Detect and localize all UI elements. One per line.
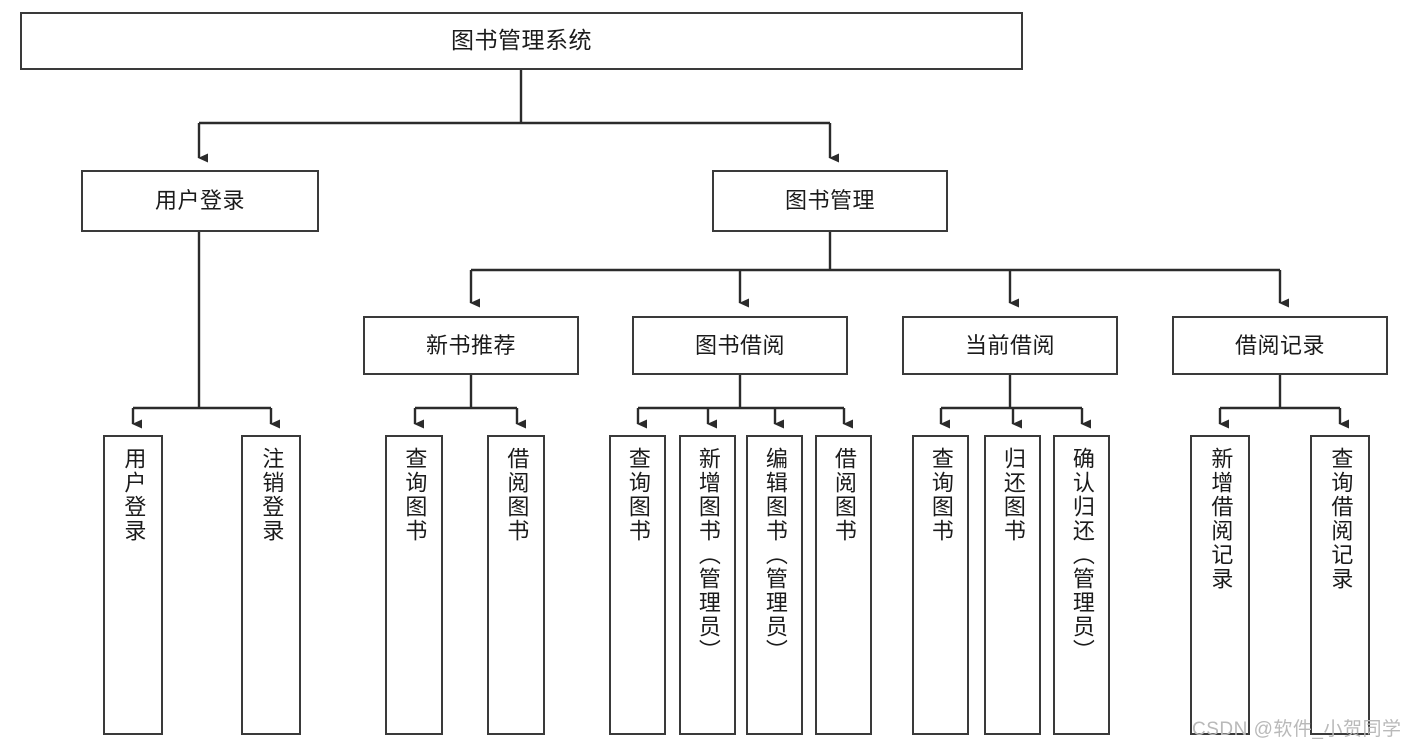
node-label: 图书管理 <box>784 188 875 214</box>
node-leaf-borrow-book-recommend[interactable]: 借阅图书 <box>487 435 545 735</box>
node-level2-book-management[interactable]: 图书管理 <box>712 170 948 232</box>
csdn-watermark: CSDN @软件_小贺同学 <box>1192 719 1402 740</box>
node-label: 编辑图书（管理员） <box>762 447 788 663</box>
node-leaf-query-book-current[interactable]: 查询图书 <box>912 435 969 735</box>
node-label: 新增图书（管理员） <box>695 447 721 663</box>
node-level3-borrow-records[interactable]: 借阅记录 <box>1172 316 1388 375</box>
node-level3-current-borrow[interactable]: 当前借阅 <box>902 316 1118 375</box>
node-leaf-add-book-admin[interactable]: 新增图书（管理员） <box>679 435 736 735</box>
node-label: 确认归还（管理员） <box>1069 447 1095 663</box>
node-label: 用户登录 <box>121 447 147 543</box>
node-leaf-query-borrow-record[interactable]: 查询借阅记录 <box>1310 435 1370 735</box>
node-label: 借阅记录 <box>1234 332 1325 358</box>
node-label: 查询借阅记录 <box>1328 447 1354 591</box>
node-label: 借阅图书 <box>504 447 530 543</box>
node-leaf-edit-book-admin[interactable]: 编辑图书（管理员） <box>746 435 803 735</box>
node-label: 新书推荐 <box>425 332 516 358</box>
node-leaf-return-book[interactable]: 归还图书 <box>984 435 1041 735</box>
node-label: 注销登录 <box>259 447 285 543</box>
node-label: 新增借阅记录 <box>1208 447 1234 591</box>
node-leaf-query-book-recommend[interactable]: 查询图书 <box>385 435 443 735</box>
node-label: 当前借阅 <box>964 332 1055 358</box>
node-label: 图书借阅 <box>694 332 785 358</box>
node-level2-user-login[interactable]: 用户登录 <box>81 170 319 232</box>
node-level3-book-borrow[interactable]: 图书借阅 <box>632 316 848 375</box>
node-leaf-add-borrow-record[interactable]: 新增借阅记录 <box>1190 435 1250 735</box>
node-label: 归还图书 <box>1000 447 1026 543</box>
node-leaf-borrow-book[interactable]: 借阅图书 <box>815 435 872 735</box>
node-leaf-confirm-return-admin[interactable]: 确认归还（管理员） <box>1053 435 1110 735</box>
node-level3-new-book-recommend[interactable]: 新书推荐 <box>363 316 579 375</box>
node-label: 查询图书 <box>625 447 651 543</box>
node-root[interactable]: 图书管理系统 <box>20 12 1023 70</box>
node-label: 查询图书 <box>402 447 428 543</box>
node-label: 图书管理系统 <box>451 27 592 54</box>
node-leaf-logout[interactable]: 注销登录 <box>241 435 301 735</box>
node-leaf-user-login[interactable]: 用户登录 <box>103 435 163 735</box>
node-label: 用户登录 <box>154 188 245 214</box>
node-label: 查询图书 <box>928 447 954 543</box>
node-label: 借阅图书 <box>831 447 857 543</box>
node-leaf-query-book-borrow[interactable]: 查询图书 <box>609 435 666 735</box>
